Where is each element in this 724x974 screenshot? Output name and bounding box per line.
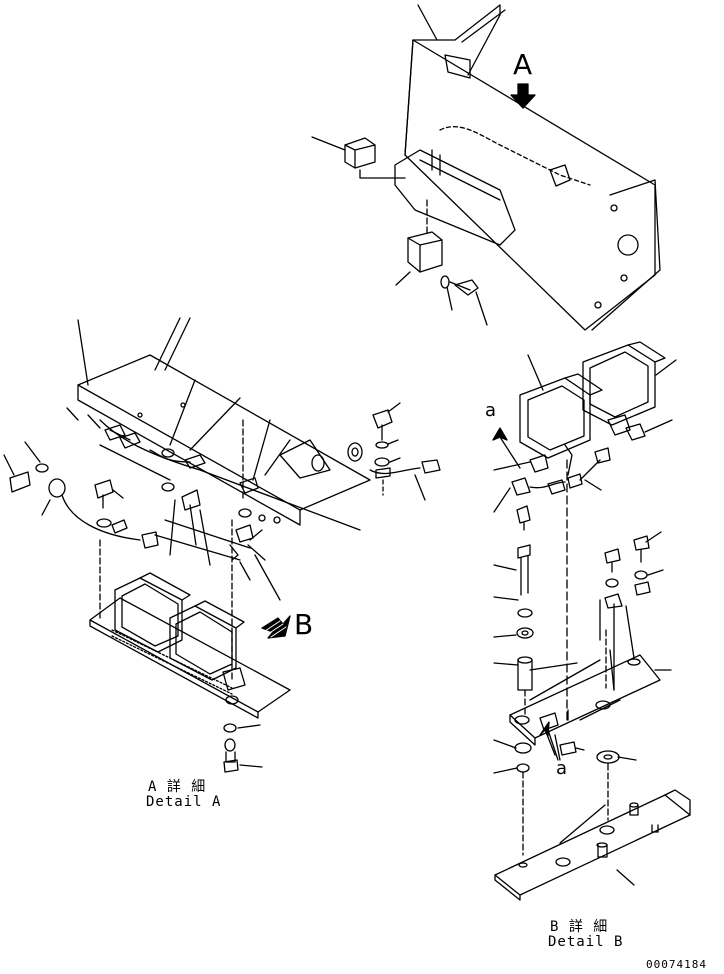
detail-b-assembly <box>493 341 691 901</box>
view-b-label: B <box>294 608 314 641</box>
top-panel-assembly <box>311 4 661 331</box>
view-arrow-a <box>510 83 536 109</box>
view-a-label: A <box>513 48 533 81</box>
detail-b-caption-jp: B 詳 細 <box>550 919 609 935</box>
detail-b-caption-en: Detail B <box>548 934 624 950</box>
ref-a-label-top: a <box>485 400 497 421</box>
detail-a-caption-jp: A 詳 細 <box>148 779 207 795</box>
figure-number: 00074184 <box>646 958 707 971</box>
view-arrow-b <box>261 615 291 639</box>
detail-a-caption-en: Detail A <box>146 794 222 810</box>
ref-a-arrows <box>492 427 556 756</box>
detail-a-assembly <box>3 317 441 773</box>
ref-a-label-bottom: a <box>556 758 568 779</box>
